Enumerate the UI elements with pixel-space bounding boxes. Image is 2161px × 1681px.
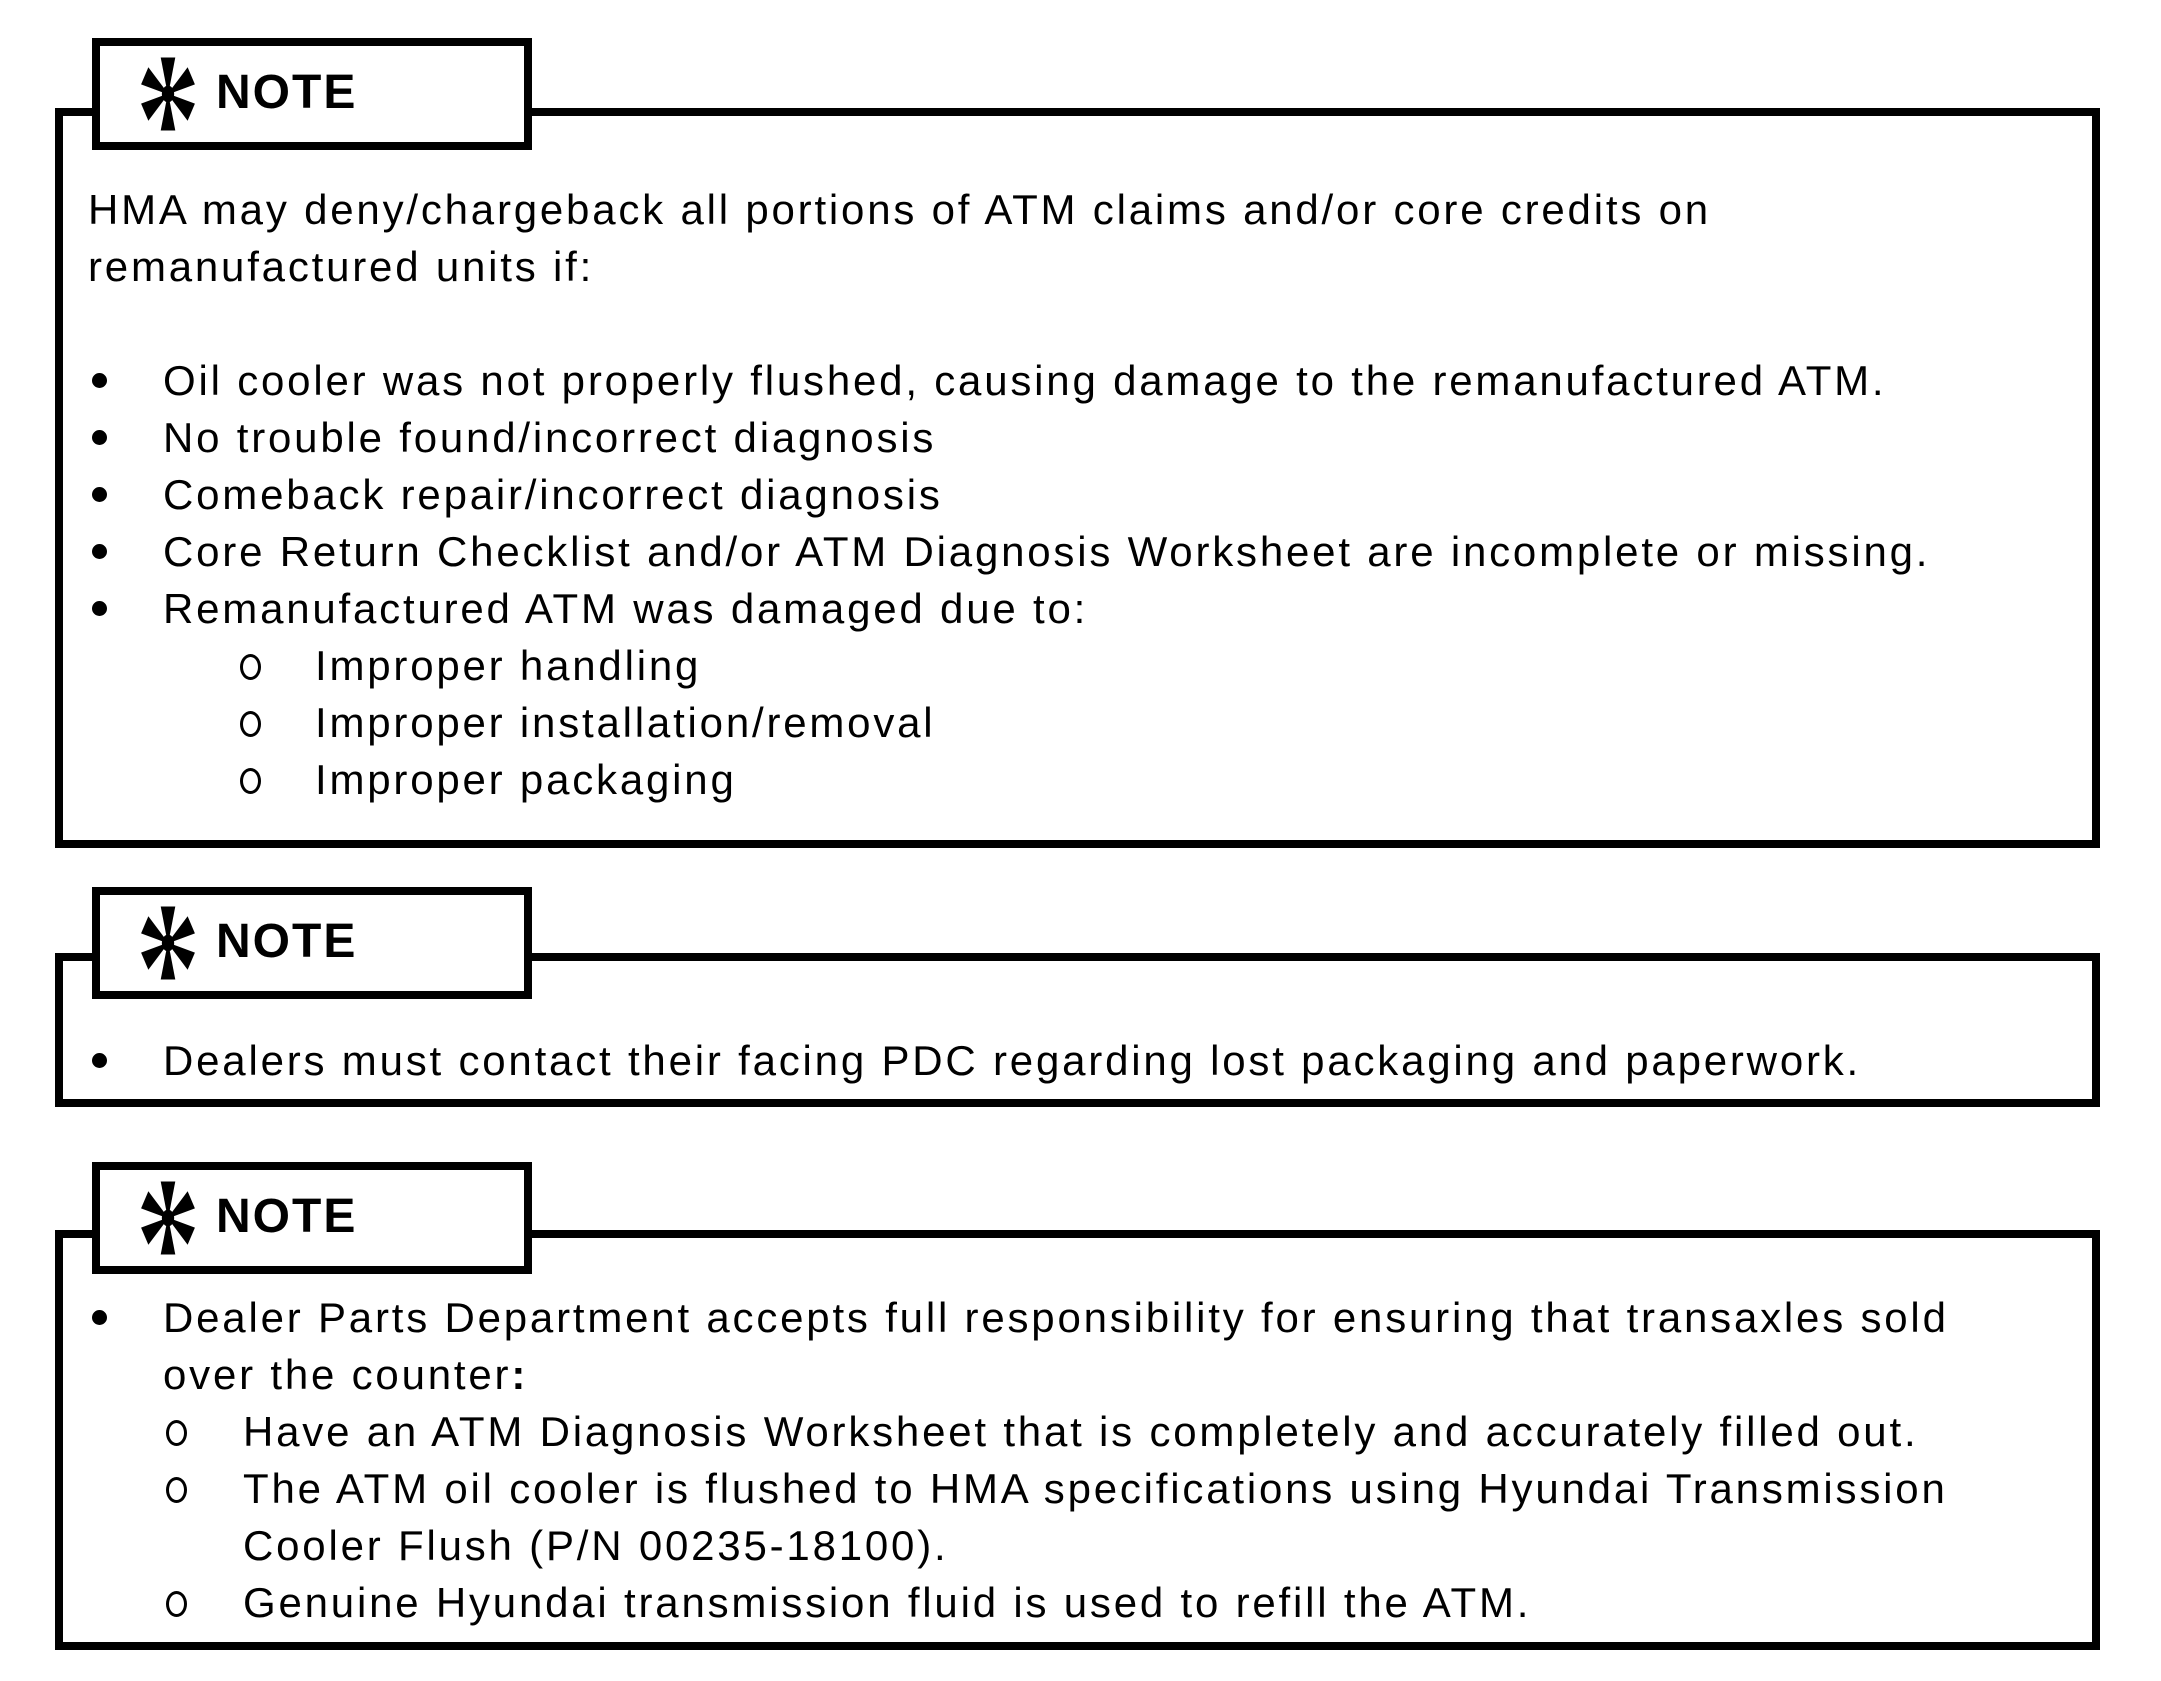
sub-bullet-item: Improper packaging <box>63 751 2092 808</box>
bullet-item: Dealer Parts Department accepts full res… <box>63 1289 2092 1403</box>
sub-bullet-text: Improper packaging <box>315 756 737 803</box>
note-tab: NOTE <box>92 1162 532 1274</box>
sub-bullet-item: Genuine Hyundai transmission fluid is us… <box>63 1574 2092 1631</box>
sub-bullet-text: The ATM oil cooler is flushed to HMA spe… <box>243 1465 1948 1569</box>
bullet-item: No trouble found/incorrect diagnosis <box>63 409 2092 466</box>
sub-bullet-item: Improper installation/removal <box>63 694 2092 751</box>
circle-bullet-icon <box>240 654 261 680</box>
bullet-text: Comeback repair/incorrect diagnosis <box>163 471 943 518</box>
sub-bullet-item: Have an ATM Diagnosis Worksheet that is … <box>63 1403 2092 1460</box>
bullet-text: Dealers must contact their facing PDC re… <box>163 1037 1862 1084</box>
circle-bullet-icon <box>240 711 261 737</box>
bullet-text: No trouble found/incorrect diagnosis <box>163 414 937 461</box>
note-tab-label: NOTE <box>216 1190 358 1243</box>
heavy-asterisk-icon <box>141 57 195 131</box>
note-box-chargeback: NOTE HMA may deny/chargeback all portion… <box>55 38 2100 848</box>
sub-bullet-text: Have an ATM Diagnosis Worksheet that is … <box>243 1408 1919 1455</box>
note-tab: NOTE <box>92 887 532 999</box>
sub-bullet-text: Improper handling <box>315 642 702 689</box>
bullet-text: Dealer Parts Department accepts full res… <box>163 1294 1949 1398</box>
bullet-item: Comeback repair/incorrect diagnosis <box>63 466 2092 523</box>
sub-bullet-item: Improper handling <box>63 637 2092 694</box>
bullet-item: Oil cooler was not properly flushed, cau… <box>63 352 2092 409</box>
heavy-asterisk-icon <box>141 906 195 980</box>
note-box-parts-department: NOTE Dealer Parts Department accepts ful… <box>55 1162 2100 1650</box>
bullet-text: Remanufactured ATM was damaged due to: <box>163 585 1089 632</box>
bullet-item: Dealers must contact their facing PDC re… <box>63 1032 2092 1089</box>
bullet-dot-icon <box>92 1310 107 1325</box>
bullet-dot-icon <box>92 1053 107 1068</box>
bullet-dot-icon <box>92 430 107 445</box>
bullet-text-colon: : <box>511 1351 529 1398</box>
bullet-dot-icon <box>92 487 107 502</box>
note-tab-label: NOTE <box>216 66 358 119</box>
sub-bullet-text: Improper installation/removal <box>315 699 936 746</box>
bullet-dot-icon <box>92 544 107 559</box>
circle-bullet-icon <box>166 1420 187 1446</box>
bullet-item: Remanufactured ATM was damaged due to: <box>63 580 2092 637</box>
note-tab: NOTE <box>92 38 532 150</box>
circle-bullet-icon <box>166 1477 187 1503</box>
note-box-packaging: NOTE Dealers must contact their facing P… <box>55 887 2100 1107</box>
bullet-item: Core Return Checklist and/or ATM Diagnos… <box>63 523 2092 580</box>
sub-bullet-text: Genuine Hyundai transmission fluid is us… <box>243 1579 1532 1626</box>
bullet-dot-icon <box>92 373 107 388</box>
heavy-asterisk-icon <box>141 1181 195 1255</box>
circle-bullet-icon <box>166 1591 187 1617</box>
bullet-text: Oil cooler was not properly flushed, cau… <box>163 357 1887 404</box>
sub-bullet-item: The ATM oil cooler is flushed to HMA spe… <box>63 1460 2092 1574</box>
circle-bullet-icon <box>240 768 261 794</box>
note-tab-label: NOTE <box>216 915 358 968</box>
note-intro-text: HMA may deny/chargeback all portions of … <box>88 186 1711 290</box>
bullet-text: Core Return Checklist and/or ATM Diagnos… <box>163 528 1931 575</box>
bullet-dot-icon <box>92 601 107 616</box>
